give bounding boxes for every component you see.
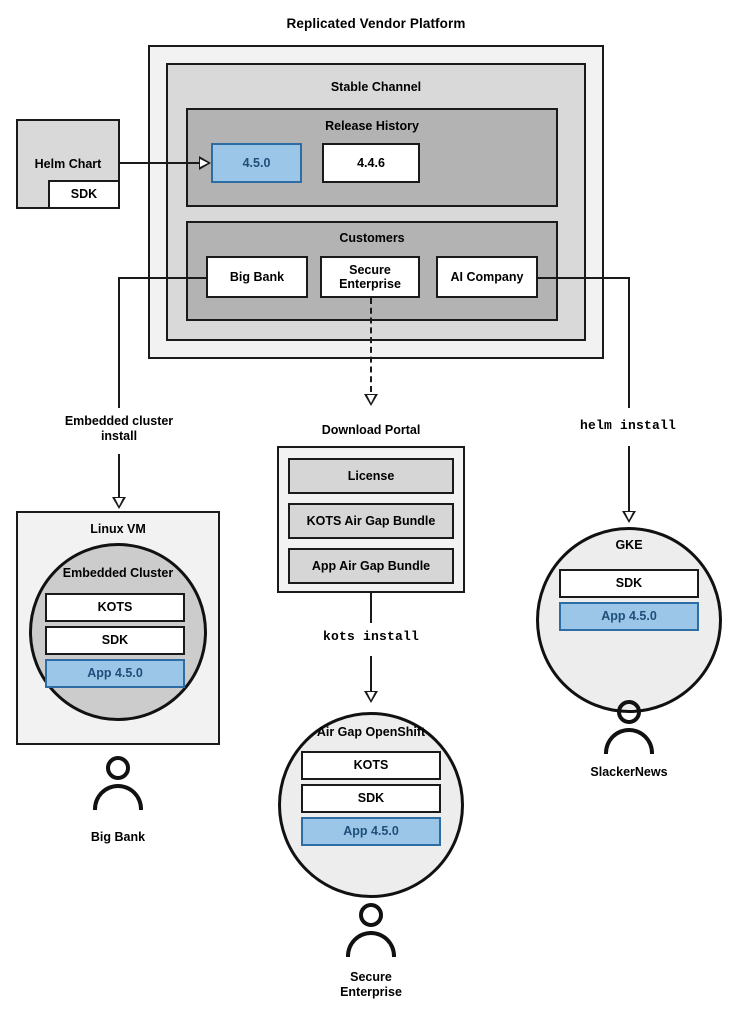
linux-vm-component-app[interactable]: App 4.5.0: [45, 659, 185, 688]
gke-component-sdk[interactable]: SDK: [559, 569, 699, 598]
openshift-component-sdk[interactable]: SDK: [301, 784, 441, 813]
person-head-icon: [617, 700, 641, 724]
edge-kots-install-to-openshift: [370, 656, 372, 692]
download-artifact-license[interactable]: License: [288, 458, 454, 494]
release-box-4-4-6[interactable]: 4.4.6: [322, 143, 420, 183]
openshift-component-kots[interactable]: KOTS: [301, 751, 441, 780]
gke-label: GKE: [615, 538, 643, 552]
edge-label-helm-install: helm install: [579, 418, 676, 433]
customer-box-ai-company[interactable]: AI Company: [436, 256, 538, 298]
edge-label-embedded-cluster-install: Embedded cluster install: [64, 414, 174, 443]
person-icon-big-bank: [93, 756, 143, 810]
stable-channel-label: Stable Channel: [330, 80, 422, 94]
person-icon-secure-enterprise: [346, 903, 396, 957]
person-head-icon: [359, 903, 383, 927]
edge-ai-company-vertical: [628, 277, 630, 408]
customer-box-secure-enterprise[interactable]: Secure Enterprise: [320, 256, 420, 298]
person-icon-slackernews: [604, 700, 654, 754]
target-customer-big-bank: Big Bank: [90, 830, 146, 844]
target-customer-slackernews: SlackerNews: [590, 765, 668, 779]
release-history-label: Release History: [325, 119, 419, 133]
customers-label: Customers: [339, 231, 405, 245]
edge-ai-company-horizontal: [536, 277, 630, 279]
gke-component-app[interactable]: App 4.5.0: [559, 602, 699, 631]
edge-helm-install-to-gke: [628, 446, 630, 512]
edge-big-bank-horizontal: [118, 277, 208, 279]
helm-chart-sdk-box[interactable]: SDK: [48, 180, 120, 209]
edge-download-portal-to-kots-install: [370, 593, 372, 623]
person-body-icon: [93, 784, 143, 810]
target-customer-secure-enterprise: Secure Enterprise: [340, 970, 402, 999]
air-gap-openshift-label: Air Gap OpenShift: [316, 725, 426, 739]
edge-helm-chart-to-release: [120, 162, 203, 164]
person-body-icon: [604, 728, 654, 754]
download-artifact-app-air-gap-bundle[interactable]: App Air Gap Bundle: [288, 548, 454, 584]
linux-vm-label: Linux VM: [90, 522, 146, 536]
linux-vm-component-sdk[interactable]: SDK: [45, 626, 185, 655]
person-body-icon: [346, 931, 396, 957]
edge-big-bank-vertical: [118, 277, 120, 408]
helm-chart-label: Helm Chart: [34, 157, 102, 171]
edge-secure-enterprise-to-download-portal: [370, 298, 372, 392]
download-portal-label: Download Portal: [321, 423, 421, 437]
openshift-component-app[interactable]: App 4.5.0: [301, 817, 441, 846]
embedded-cluster-label: Embedded Cluster: [62, 566, 174, 580]
edge-big-bank-to-linux-vm: [118, 454, 120, 498]
release-box-4-5-0[interactable]: 4.5.0: [211, 143, 302, 183]
download-artifact-kots-air-gap-bundle[interactable]: KOTS Air Gap Bundle: [288, 503, 454, 539]
person-head-icon: [106, 756, 130, 780]
customer-box-big-bank[interactable]: Big Bank: [206, 256, 308, 298]
linux-vm-component-kots[interactable]: KOTS: [45, 593, 185, 622]
diagram-title: Replicated Vendor Platform: [286, 16, 466, 31]
edge-label-kots-install: kots install: [322, 629, 419, 644]
